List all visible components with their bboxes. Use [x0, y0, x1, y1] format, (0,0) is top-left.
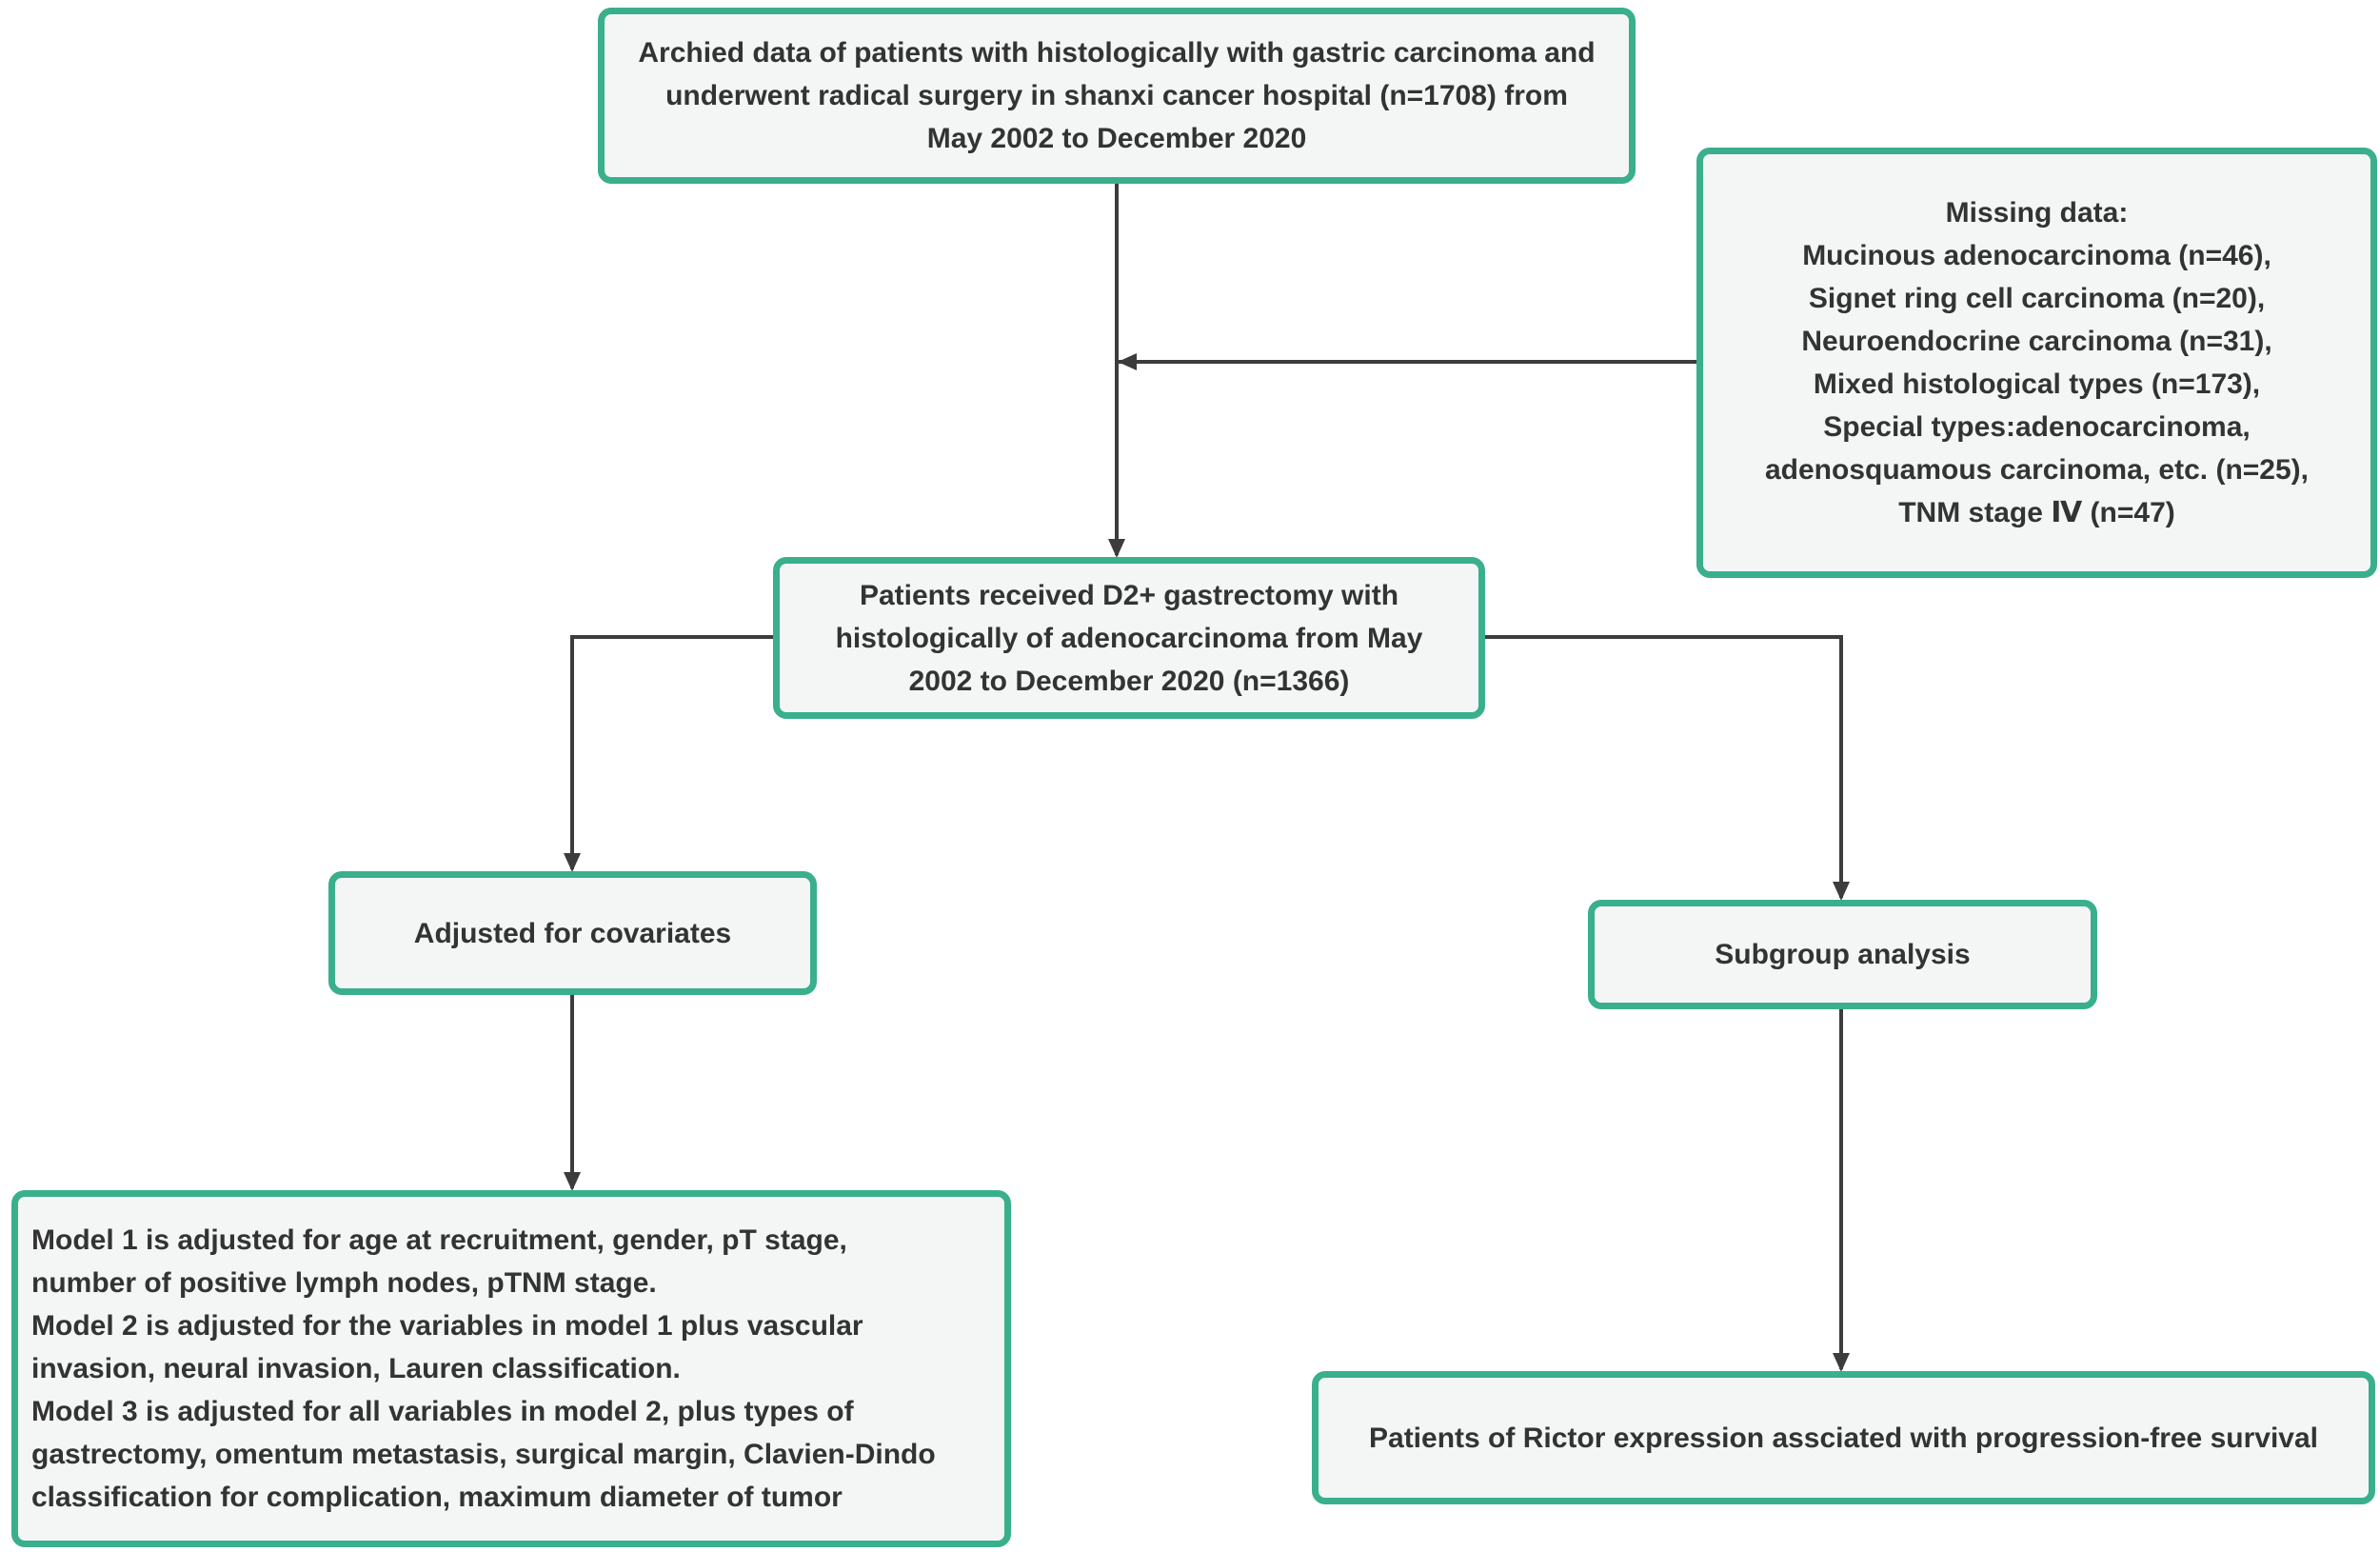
- missing-data-box: Missing data: Mucinous adenocarcinoma (n…: [1696, 148, 2377, 578]
- arrowhead-adjusted: [564, 853, 581, 872]
- archived-line-3: May 2002 to December 2020: [926, 123, 1307, 154]
- subgroup-analysis-box: Subgroup analysis: [1588, 900, 2097, 1009]
- arrow-received-to-subgroup: [1485, 635, 1843, 898]
- received-line-1: Patients received D2+ gastrectomy with: [859, 579, 1399, 611]
- subgroup-label: Subgroup analysis: [1715, 939, 1971, 970]
- models-line-1: Model 1 is adjusted for age at recruitme…: [31, 1224, 847, 1256]
- missing-line-adenosquamous: adenosquamous carcinoma, etc. (n=25),: [1764, 454, 2309, 486]
- models-line-2: number of positive lymph nodes, pTNM sta…: [31, 1267, 657, 1299]
- archived-line-2: underwent radical surgery in shanxi canc…: [665, 80, 1568, 111]
- arrow-received-to-adjusted: [570, 635, 773, 869]
- archived-line-1: Archied data of patients with histologic…: [638, 37, 1596, 69]
- models-line-6: gastrectomy, omentum metastasis, surgica…: [31, 1439, 936, 1470]
- missing-line-special: Special types:adenocarcinoma,: [1823, 411, 2251, 443]
- missing-line-mixed: Mixed histological types (n=173),: [1813, 368, 2261, 400]
- rictor-outcome-box: Patients of Rictor expression assciated …: [1312, 1371, 2375, 1504]
- missing-heading: Missing data:: [1945, 197, 2129, 229]
- archived-data-box: Archied data of patients with histologic…: [598, 8, 1636, 184]
- missing-line-signet: Signet ring cell carcinoma (n=20),: [1808, 283, 2266, 314]
- received-gastrectomy-box: Patients received D2+ gastrectomy with h…: [773, 557, 1485, 719]
- arrowhead-received: [1108, 539, 1125, 558]
- missing-line-tnm: TNM stage Ⅳ (n=47): [1898, 497, 2175, 528]
- models-line-4: invasion, neural invasion, Lauren classi…: [31, 1353, 681, 1384]
- adjusted-covariates-box: Adjusted for covariates: [328, 871, 817, 995]
- models-line-7: classification for complication, maximum…: [31, 1482, 843, 1513]
- models-line-5: Model 3 is adjusted for all variables in…: [31, 1396, 854, 1427]
- models-line-3: Model 2 is adjusted for the variables in…: [31, 1310, 863, 1342]
- arrowhead-exclusion: [1118, 353, 1137, 370]
- received-line-2: histologically of adenocarcinoma from Ma…: [835, 622, 1423, 654]
- missing-line-mucinous: Mucinous adenocarcinoma (n=46),: [1802, 240, 2271, 271]
- adjusted-label: Adjusted for covariates: [413, 917, 732, 949]
- arrowhead-models: [564, 1172, 581, 1191]
- arrowhead-subgroup: [1833, 882, 1850, 901]
- missing-line-neuroendocrine: Neuroendocrine carcinoma (n=31),: [1801, 326, 2272, 357]
- arrowhead-rictor: [1833, 1353, 1850, 1372]
- received-line-3: 2002 to December 2020 (n=1366): [908, 665, 1350, 697]
- rictor-label: Patients of Rictor expression assciated …: [1369, 1422, 2318, 1454]
- models-box: Model 1 is adjusted for age at recruitme…: [11, 1190, 1011, 1547]
